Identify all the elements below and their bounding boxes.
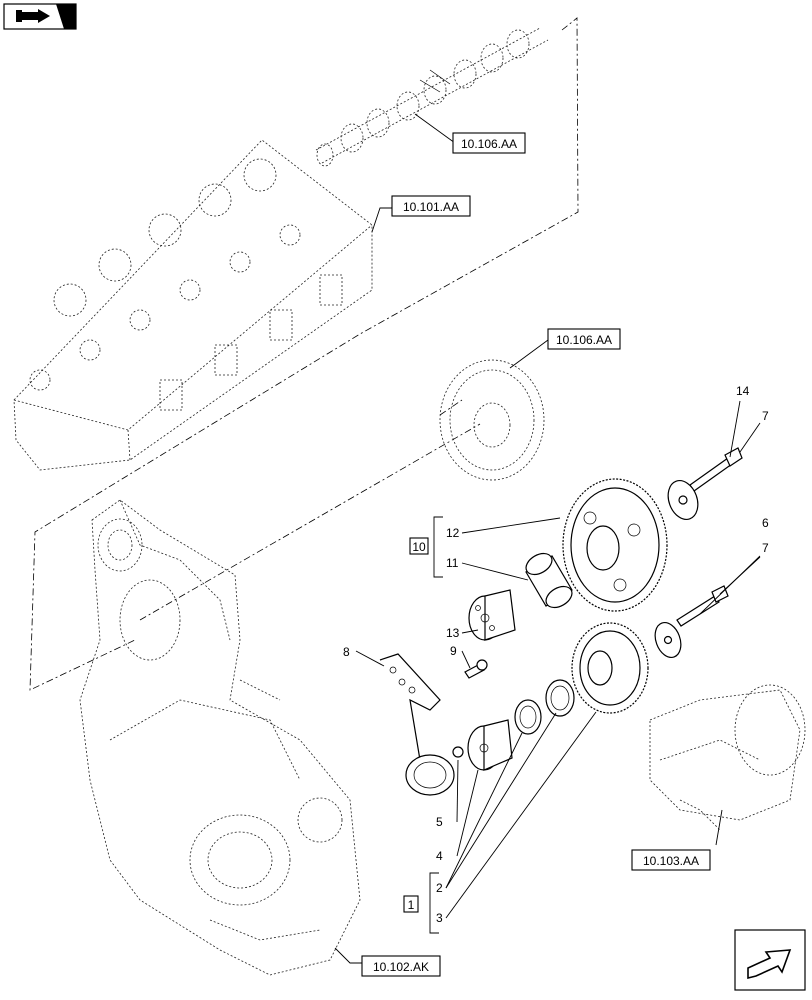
part-bushing — [525, 552, 573, 609]
callout-12: 12 — [446, 526, 460, 540]
cylinder-head — [13, 139, 392, 471]
callout-4: 4 — [436, 849, 443, 863]
callout-14: 14 — [736, 384, 750, 398]
svg-text:10.106.AA: 10.106.AA — [461, 137, 517, 151]
part-plug — [452, 746, 464, 758]
ref-camshaft[interactable]: 10.106.AA — [452, 132, 526, 154]
callout-13: 13 — [446, 626, 460, 640]
camshaft-gear — [439, 339, 549, 481]
part-screw — [464, 659, 488, 679]
callout-10: 10 — [409, 537, 429, 555]
part-oil-tube — [379, 653, 455, 796]
book-arrow-icon[interactable] — [3, 3, 77, 30]
ref-cam-gear[interactable]: 10.106.AA — [547, 328, 621, 350]
callout-7-lower: 7 — [762, 541, 769, 555]
crankshaft — [649, 684, 806, 846]
callout-1: 1 — [403, 895, 419, 913]
callout-3: 3 — [436, 911, 443, 925]
camshaft — [315, 27, 549, 167]
ref-cylinder-head[interactable]: 10.101.AA — [391, 195, 471, 217]
part-shaft-lower — [467, 719, 513, 771]
part-bolt-washer-lower — [654, 585, 729, 659]
callout-5: 5 — [436, 815, 443, 829]
leader-lines — [355, 400, 761, 919]
svg-text:10.106.AA: 10.106.AA — [556, 333, 612, 347]
group-brackets — [429, 516, 443, 934]
part-idler-gear-small — [571, 622, 649, 714]
svg-text:10.101.AA: 10.101.AA — [403, 200, 459, 214]
next-page-arrow-icon[interactable] — [734, 929, 806, 991]
callout-2: 2 — [436, 881, 443, 895]
callout-9: 9 — [450, 644, 457, 658]
callout-6: 6 — [762, 516, 769, 530]
svg-text:1: 1 — [408, 898, 415, 912]
part-bushings-pair — [514, 679, 575, 735]
svg-text:10: 10 — [412, 540, 426, 554]
ref-gear-housing[interactable]: 10.102.AK — [361, 955, 441, 977]
svg-text:10.103.AA: 10.103.AA — [643, 854, 699, 868]
callout-7-upper: 7 — [762, 409, 769, 423]
part-bolt-washer-upper — [667, 447, 743, 520]
svg-text:10.102.AK: 10.102.AK — [373, 960, 429, 974]
gear-housing — [79, 499, 362, 976]
ref-crankshaft[interactable]: 10.103.AA — [631, 849, 711, 871]
callout-8: 8 — [343, 645, 350, 659]
part-shaft-upper — [468, 589, 516, 641]
part-idler-gear-large — [562, 478, 668, 612]
assembly-boundary-lines — [29, 17, 579, 691]
callout-11: 11 — [446, 556, 459, 570]
